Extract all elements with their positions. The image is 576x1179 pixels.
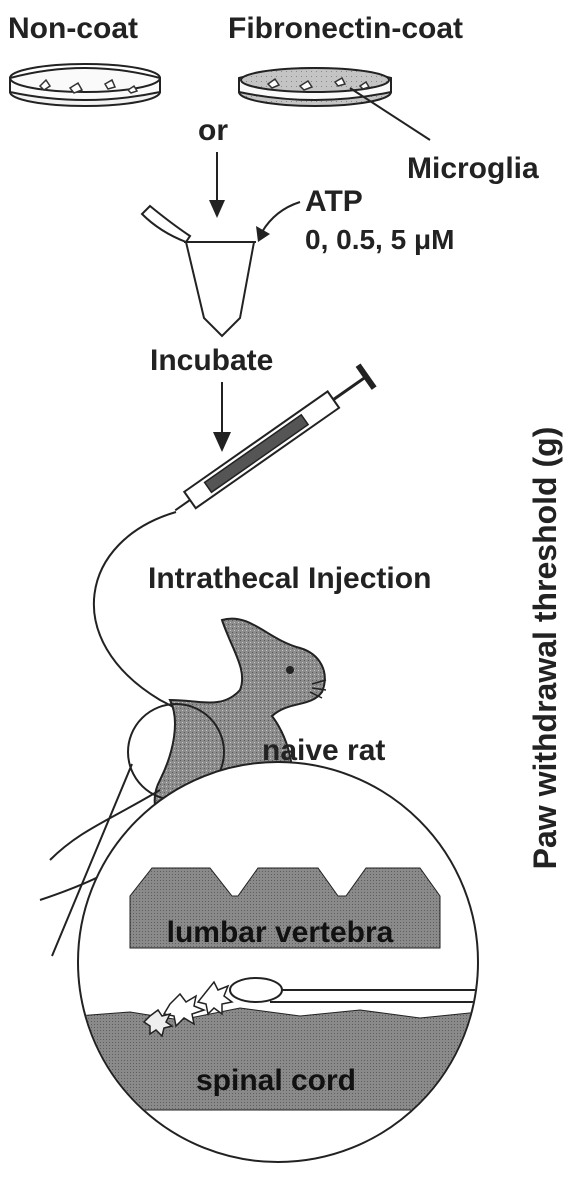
arrow-down-icon [209, 152, 225, 218]
fibronectin-coat-label: Fibronectin-coat [228, 12, 463, 45]
or-label: or [198, 114, 228, 147]
incubate-label: Incubate [150, 344, 273, 377]
lumbar-vertebra-label: lumbar vertebra [167, 916, 394, 949]
spinal-detail-circle [78, 762, 500, 1162]
atp-concentration-label: 0, 0.5, 5 μM [305, 224, 454, 255]
non-coat-label: Non-coat [8, 12, 138, 45]
tube-icon [142, 206, 256, 336]
atp-arrow-icon [256, 202, 300, 242]
arrow-down-icon [213, 382, 231, 452]
syringe-icon [167, 363, 376, 521]
non-coat-dish-icon [10, 64, 160, 106]
injection-label: Intrathecal Injection [148, 562, 431, 595]
fibronectin-dish-icon [239, 68, 430, 140]
spinal-cord-label: spinal cord [196, 1064, 356, 1097]
microglia-label: Microglia [407, 152, 539, 185]
y-axis-label: Paw withdrawal threshold (g) [527, 427, 563, 870]
atp-label: ATP [305, 185, 363, 218]
